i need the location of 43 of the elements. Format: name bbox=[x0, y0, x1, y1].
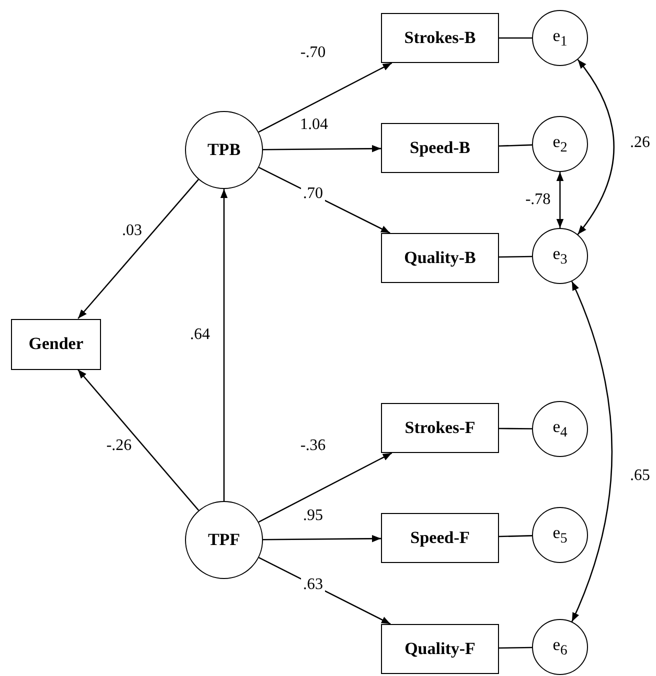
arrow bbox=[258, 62, 392, 133]
edge-label: .70 bbox=[301, 185, 325, 203]
arrow bbox=[258, 452, 392, 523]
node-label: Quality-F bbox=[404, 639, 476, 659]
connector-line bbox=[499, 428, 532, 430]
observed-variable-box bbox=[381, 123, 499, 173]
observed-variable-box bbox=[381, 624, 499, 674]
node-label: TPF bbox=[208, 530, 240, 550]
connector-line bbox=[499, 37, 532, 39]
arrow bbox=[556, 172, 564, 228]
arrow bbox=[258, 556, 391, 625]
connector-line bbox=[498, 535, 532, 538]
observed-variable-box bbox=[381, 513, 499, 563]
node-label: Speed-F bbox=[410, 528, 470, 548]
node-label: e$_{6}$ bbox=[552, 634, 568, 660]
node-label: e$_{4}$ bbox=[552, 416, 568, 442]
arrow bbox=[78, 179, 199, 319]
arrow bbox=[571, 281, 613, 622]
node-label: e$_{3}$ bbox=[552, 244, 568, 268]
connector-line bbox=[498, 144, 532, 147]
node-label: Speed-B bbox=[410, 138, 470, 158]
arrow bbox=[77, 369, 200, 511]
arrow bbox=[263, 145, 381, 152]
connector-line bbox=[499, 646, 532, 649]
edge-label: .63 bbox=[301, 576, 325, 594]
node-label: e$_{2}$ bbox=[552, 132, 568, 156]
node-label: Gender bbox=[28, 334, 84, 354]
arrow bbox=[577, 59, 614, 235]
observed-variable-box bbox=[381, 233, 499, 283]
arrow bbox=[263, 535, 381, 542]
node-label: Strokes-F bbox=[404, 418, 476, 438]
arrow bbox=[220, 189, 228, 501]
node-label: Quality-B bbox=[404, 248, 476, 268]
error-term-circle bbox=[532, 228, 588, 284]
observed-variable-box bbox=[381, 403, 499, 453]
node-label: TPB bbox=[207, 140, 241, 160]
observed-variable-box bbox=[381, 13, 499, 63]
node-label: Strokes-B bbox=[404, 28, 476, 48]
connector-line bbox=[499, 256, 532, 258]
node-label: e$_{1}$ bbox=[552, 26, 568, 50]
observed-variable-box bbox=[11, 318, 101, 370]
arrow bbox=[258, 166, 390, 234]
node-label: e$_{5}$ bbox=[552, 522, 568, 548]
